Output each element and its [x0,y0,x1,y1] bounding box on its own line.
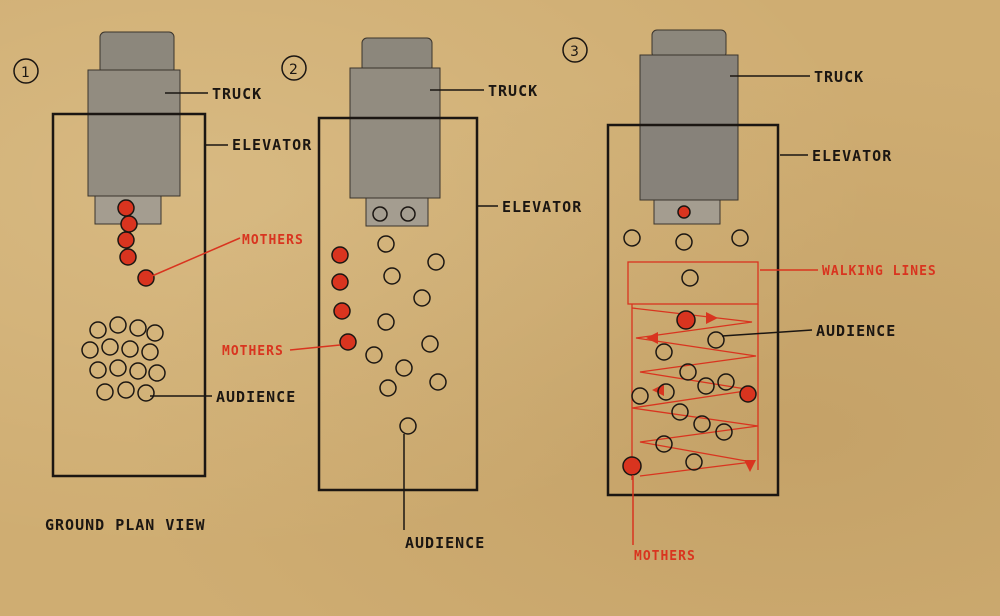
panel-2-number: 2 [289,62,298,78]
panel-1-truck-label: TRUCK [212,85,262,103]
panel-1-audience-figures [81,316,166,402]
panel-3-number-circle [562,37,588,63]
panel-2: 2 TRUCK ELEVATOR MOTHERS AUDIENCE [222,37,582,552]
panel-1: 1 TRUCK ELEVATOR MOTHERS AUDIENCE GROUND… [13,31,312,534]
panel-2-elevator-label: ELEVATOR [502,198,582,216]
panel-1-number: 1 [21,65,30,81]
panel-3-truck-body [639,54,739,201]
panel-3-walking-label: WALKING LINES [822,264,937,279]
panel-3-truck-cab [651,29,727,59]
ground-plan-caption: GROUND PLAN VIEW [45,516,206,534]
panel-3-number: 3 [570,44,579,60]
panel-1-mothers-figures [117,199,155,287]
panel-2-truck-label: TRUCK [488,82,538,100]
panel-3-mothers-label: MOTHERS [634,549,696,564]
panel-1-elevator-label: ELEVATOR [232,136,312,154]
panel-2-mothers-label: MOTHERS [222,344,284,359]
panel-1-audience-label: AUDIENCE [216,388,296,406]
panel-3-mothers-figures [622,205,757,476]
panel-3-audience-label: AUDIENCE [816,322,896,340]
panel-2-mothers-figures [331,246,357,351]
panel-3-audience-figures [623,229,749,471]
panel-3-elevator [606,123,780,497]
panel-2-audience-label: AUDIENCE [405,534,485,552]
panel-1-mothers-leader [151,237,241,277]
panel-2-number-circle [281,55,307,81]
panel-2-audience-figures [365,206,447,435]
panel-3-truck-label: TRUCK [814,68,864,86]
panel-3-elevator-label: ELEVATOR [812,147,892,165]
panel-2-truck-ramp [365,197,429,227]
panel-1-truck-cab [99,31,175,75]
panel-2-mothers-leader [289,344,341,351]
panel-2-truck-cab [361,37,433,73]
panel-2-truck-body [349,67,441,199]
panel-3-walking-lines [627,261,759,480]
panel-3-audience-leader [721,329,813,337]
panel-1-number-circle [13,58,39,84]
panel-1-elevator [51,112,207,478]
panel-3: 3 TRUCK ELEVATOR WALKING LINES [562,29,937,564]
panel-1-truck-body [87,69,181,197]
panel-2-elevator [317,116,479,492]
panel-1-mothers-label: MOTHERS [242,233,304,248]
